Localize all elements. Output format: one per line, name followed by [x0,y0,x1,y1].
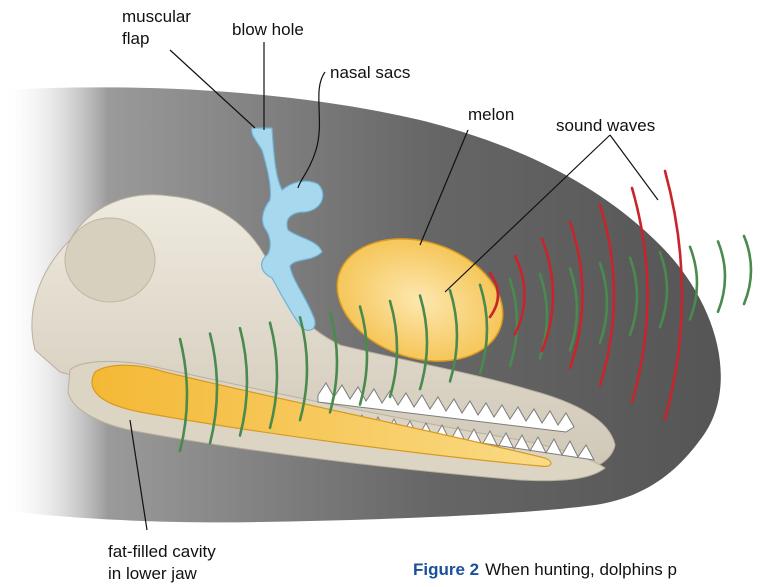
outgoing-wave-arc [744,236,751,304]
outgoing-wave-arc [718,241,725,311]
figure-number: Figure 2 [413,560,479,579]
label-fat-cavity-2: in lower jaw [108,564,198,583]
caption-text: When hunting, dolphins p [485,560,677,579]
skull-eye-socket [65,218,155,302]
label-nasal-sacs: nasal sacs [330,63,410,82]
label-muscular-flap: muscular [122,7,191,26]
label-muscular-flap-2: flap [122,29,149,48]
figure-caption: Figure 2 When hunting, dolphins p [413,560,763,587]
label-fat-cavity: fat-filled cavity [108,542,216,561]
label-melon: melon [468,105,514,124]
label-sound-waves: sound waves [556,116,655,135]
label-blow-hole: blow hole [232,20,304,39]
leader-sound-waves-2 [610,135,658,200]
